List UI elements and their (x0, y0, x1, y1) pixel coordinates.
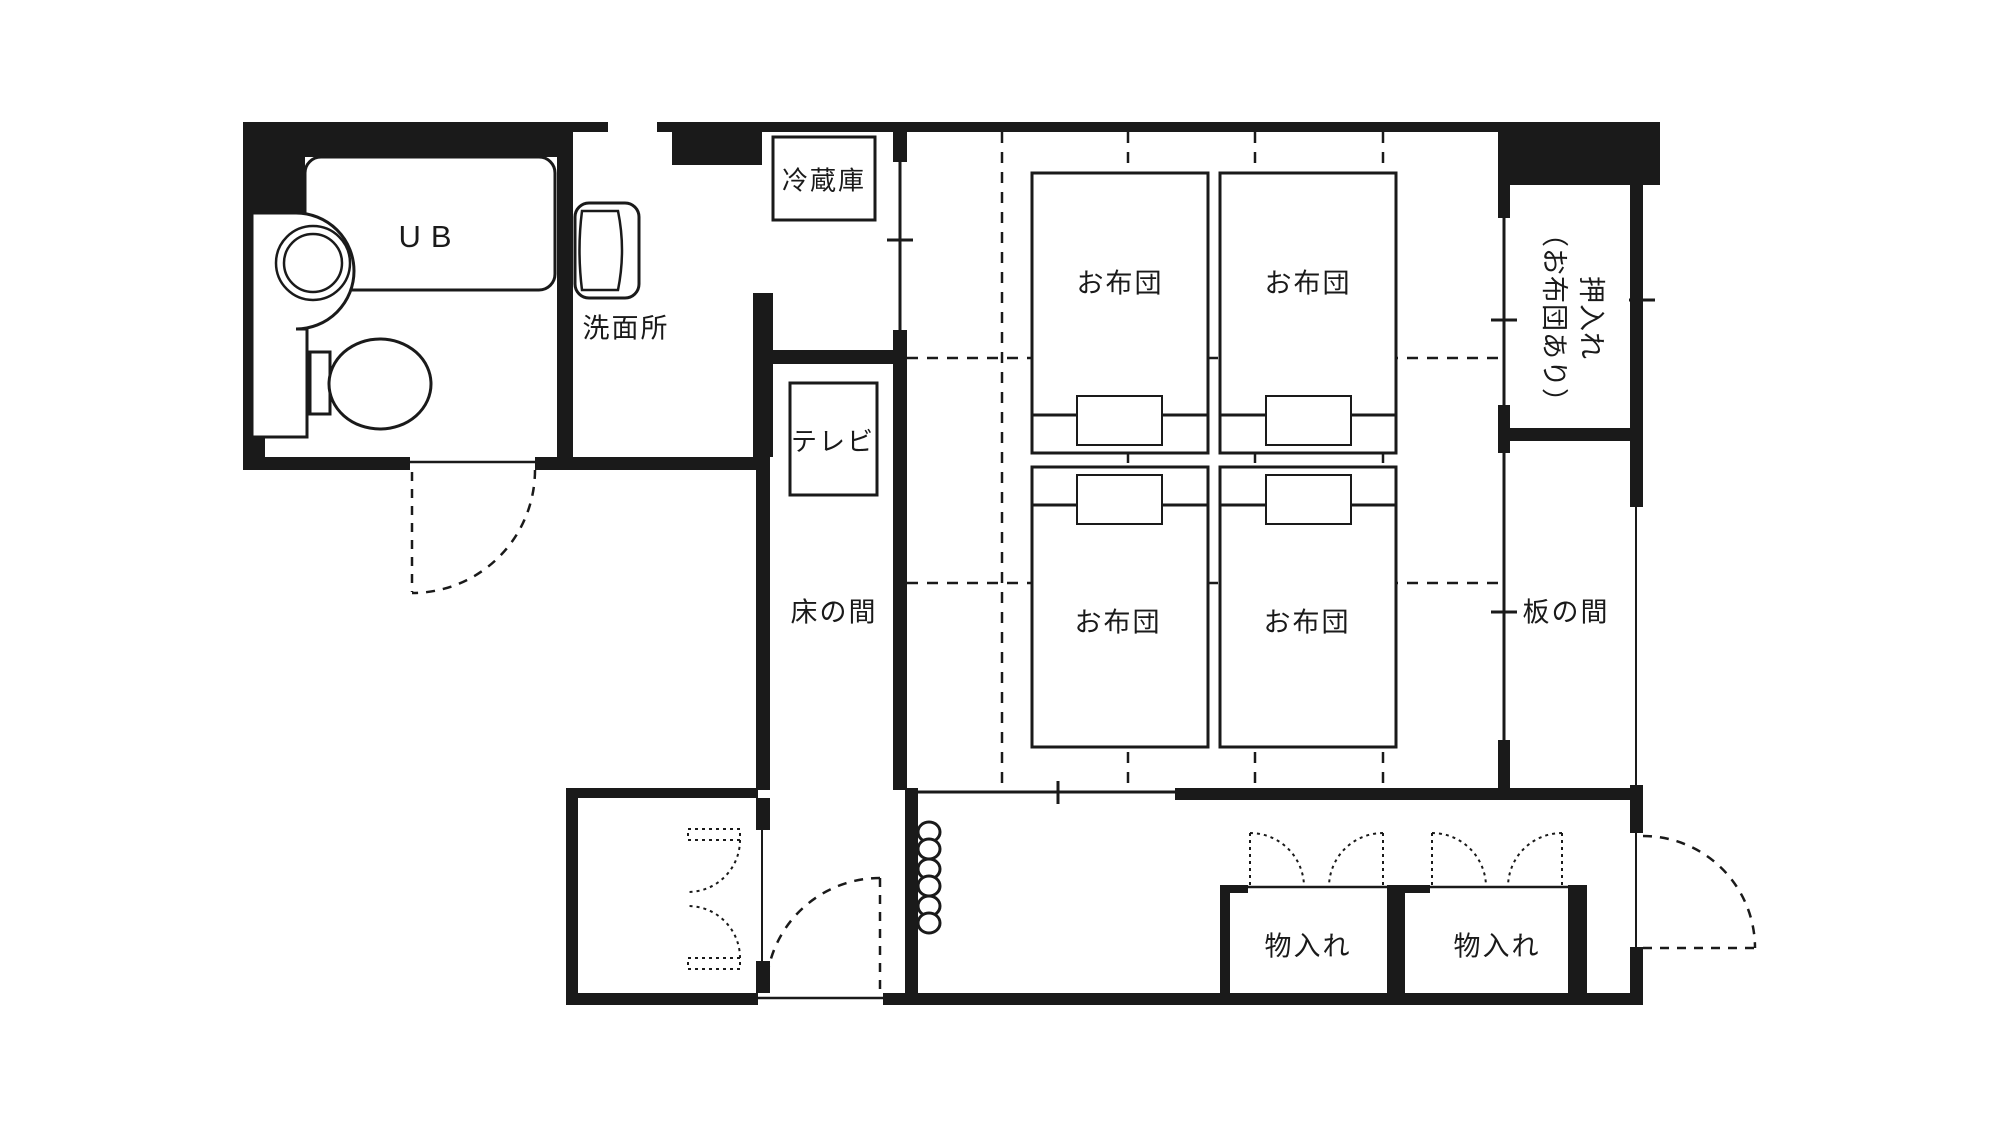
wall (557, 122, 573, 470)
label-storage-2: 物入れ (1453, 931, 1541, 962)
wall (672, 122, 762, 165)
wall (756, 961, 770, 993)
label-futon-1: お布団 (1076, 268, 1164, 299)
wall (753, 350, 907, 364)
door-swings (410, 469, 1757, 993)
storage2-door-arc (1507, 832, 1563, 888)
label-itanoma: 板の間 (1522, 597, 1610, 628)
label-washroom: 洗面所 (582, 313, 670, 344)
pillow (1076, 474, 1163, 525)
wall (573, 122, 608, 132)
walls (243, 122, 1660, 1005)
wall (905, 788, 918, 1005)
wall (756, 364, 770, 790)
wall (566, 788, 758, 798)
wall (893, 330, 907, 352)
wall (1175, 788, 1643, 800)
wall (566, 993, 758, 1005)
wall (1630, 947, 1643, 1005)
washroom-sink (573, 201, 641, 300)
wall (1500, 122, 1660, 185)
pillow (1265, 474, 1352, 525)
storage1-door-arc (1328, 832, 1384, 888)
entrance-door-swing-arc (764, 876, 881, 993)
wash-basin-inner (282, 232, 344, 294)
thin-partitions (410, 162, 1637, 1000)
label-futon-2: お布団 (1264, 268, 1352, 299)
wall (1630, 785, 1643, 833)
label-closet-oshiire-line2: （お布団あり） (1539, 220, 1569, 416)
wall (893, 364, 907, 790)
folding-doors (687, 828, 1563, 970)
wall (1405, 885, 1430, 893)
wall (893, 122, 907, 162)
wall (566, 788, 578, 1005)
sink-unit-bowl (578, 209, 624, 292)
toilet-tank (308, 350, 332, 416)
wall (1630, 185, 1643, 507)
label-futon-3: お布団 (1074, 607, 1162, 638)
wall (1387, 885, 1405, 993)
rail-marker-circle-pair (916, 911, 942, 935)
wall (573, 457, 770, 470)
pillow (1076, 395, 1163, 446)
wall (756, 798, 770, 830)
genkan-closet-door-panel (687, 828, 741, 841)
futons (1030, 171, 1398, 749)
wall (1498, 122, 1510, 218)
label-refrigerator: 冷蔵庫 (781, 165, 867, 196)
genkan-closet-door-arc (687, 905, 741, 959)
wall (1220, 885, 1248, 893)
door-center-ticks (887, 238, 1655, 804)
storage2-door-arc (1431, 832, 1487, 888)
label-unit-bath: UB (398, 219, 462, 254)
wall (883, 993, 1643, 1005)
rail-marker-circles (916, 820, 942, 935)
label-closet-oshiire-line1: 押入れ (1576, 276, 1606, 360)
genkan-closet-door-arc (687, 839, 741, 893)
bathroom-door-swing-arc (411, 469, 537, 595)
label-storage-1: 物入れ (1264, 931, 1352, 962)
label-tokonoma: 床の間 (790, 597, 878, 628)
label-tv: テレビ (790, 426, 876, 457)
wall (657, 122, 1500, 132)
wall (1568, 885, 1587, 993)
bathroom-fixtures (250, 155, 557, 439)
wall (243, 457, 410, 470)
storage1-door-arc (1249, 832, 1305, 888)
wall (1500, 428, 1643, 441)
toilet-bowl (327, 337, 433, 431)
pillow (1265, 395, 1352, 446)
tv-box (788, 381, 879, 497)
balcony-door-swing-arc (1642, 834, 1757, 949)
label-closet-oshiire: 押入れ （お布団あり） (1535, 220, 1609, 416)
rail-marker-circle-pair (916, 837, 942, 861)
genkan-closet-door-panel (687, 957, 741, 970)
refrigerator-box (771, 135, 877, 222)
rail-marker-circle-pair (916, 874, 942, 898)
label-futon-4: お布団 (1263, 607, 1351, 638)
wall (1220, 885, 1230, 993)
